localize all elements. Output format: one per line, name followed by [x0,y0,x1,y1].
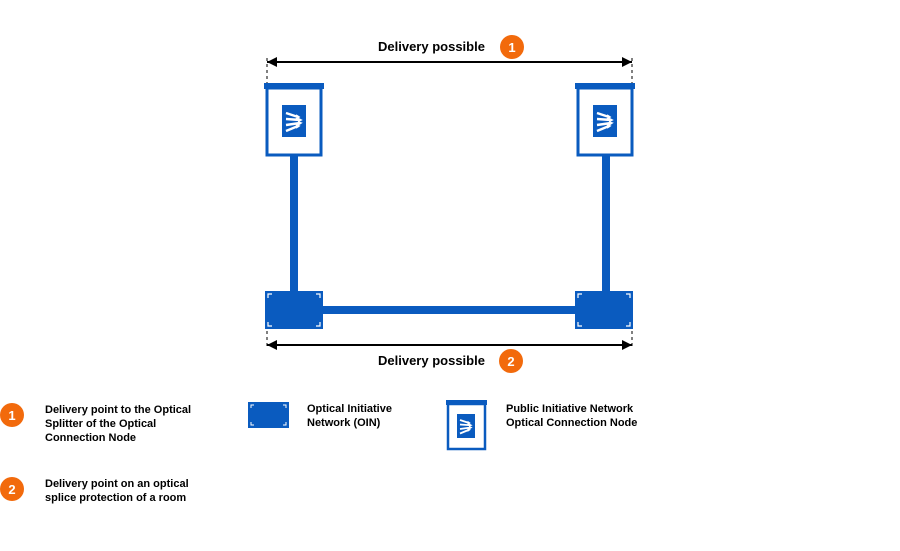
top-delivery-badge: 1 [500,35,524,59]
legend-badge-1: 1 [0,403,24,427]
bottom-delivery-label: Delivery possible [378,353,485,368]
legend-badge-2: 2 [0,477,24,501]
top-delivery-label: Delivery possible [378,39,485,54]
legend-item-1-text: Delivery point to the Optical Splitter o… [45,404,192,444]
right-oin-box-icon [575,291,633,329]
left-oin-box-icon [265,291,323,329]
legend-oin-text: Optical Initiative Network (OIN) [307,403,392,429]
network-links [290,155,610,314]
top-delivery-arrow [266,57,633,86]
legend-oin-box-icon [248,402,289,428]
right-optical-connection-node-icon [575,83,635,157]
bottom-delivery-badge: 2 [499,349,523,373]
left-optical-connection-node-icon [264,83,324,157]
legend-node-text: Public Initiative Network Optical Connec… [506,403,638,429]
legend-item-2-text: Delivery point on an optical splice prot… [45,478,189,504]
bottom-delivery-arrow [266,325,633,350]
legend-optical-connection-node-icon [446,400,487,451]
